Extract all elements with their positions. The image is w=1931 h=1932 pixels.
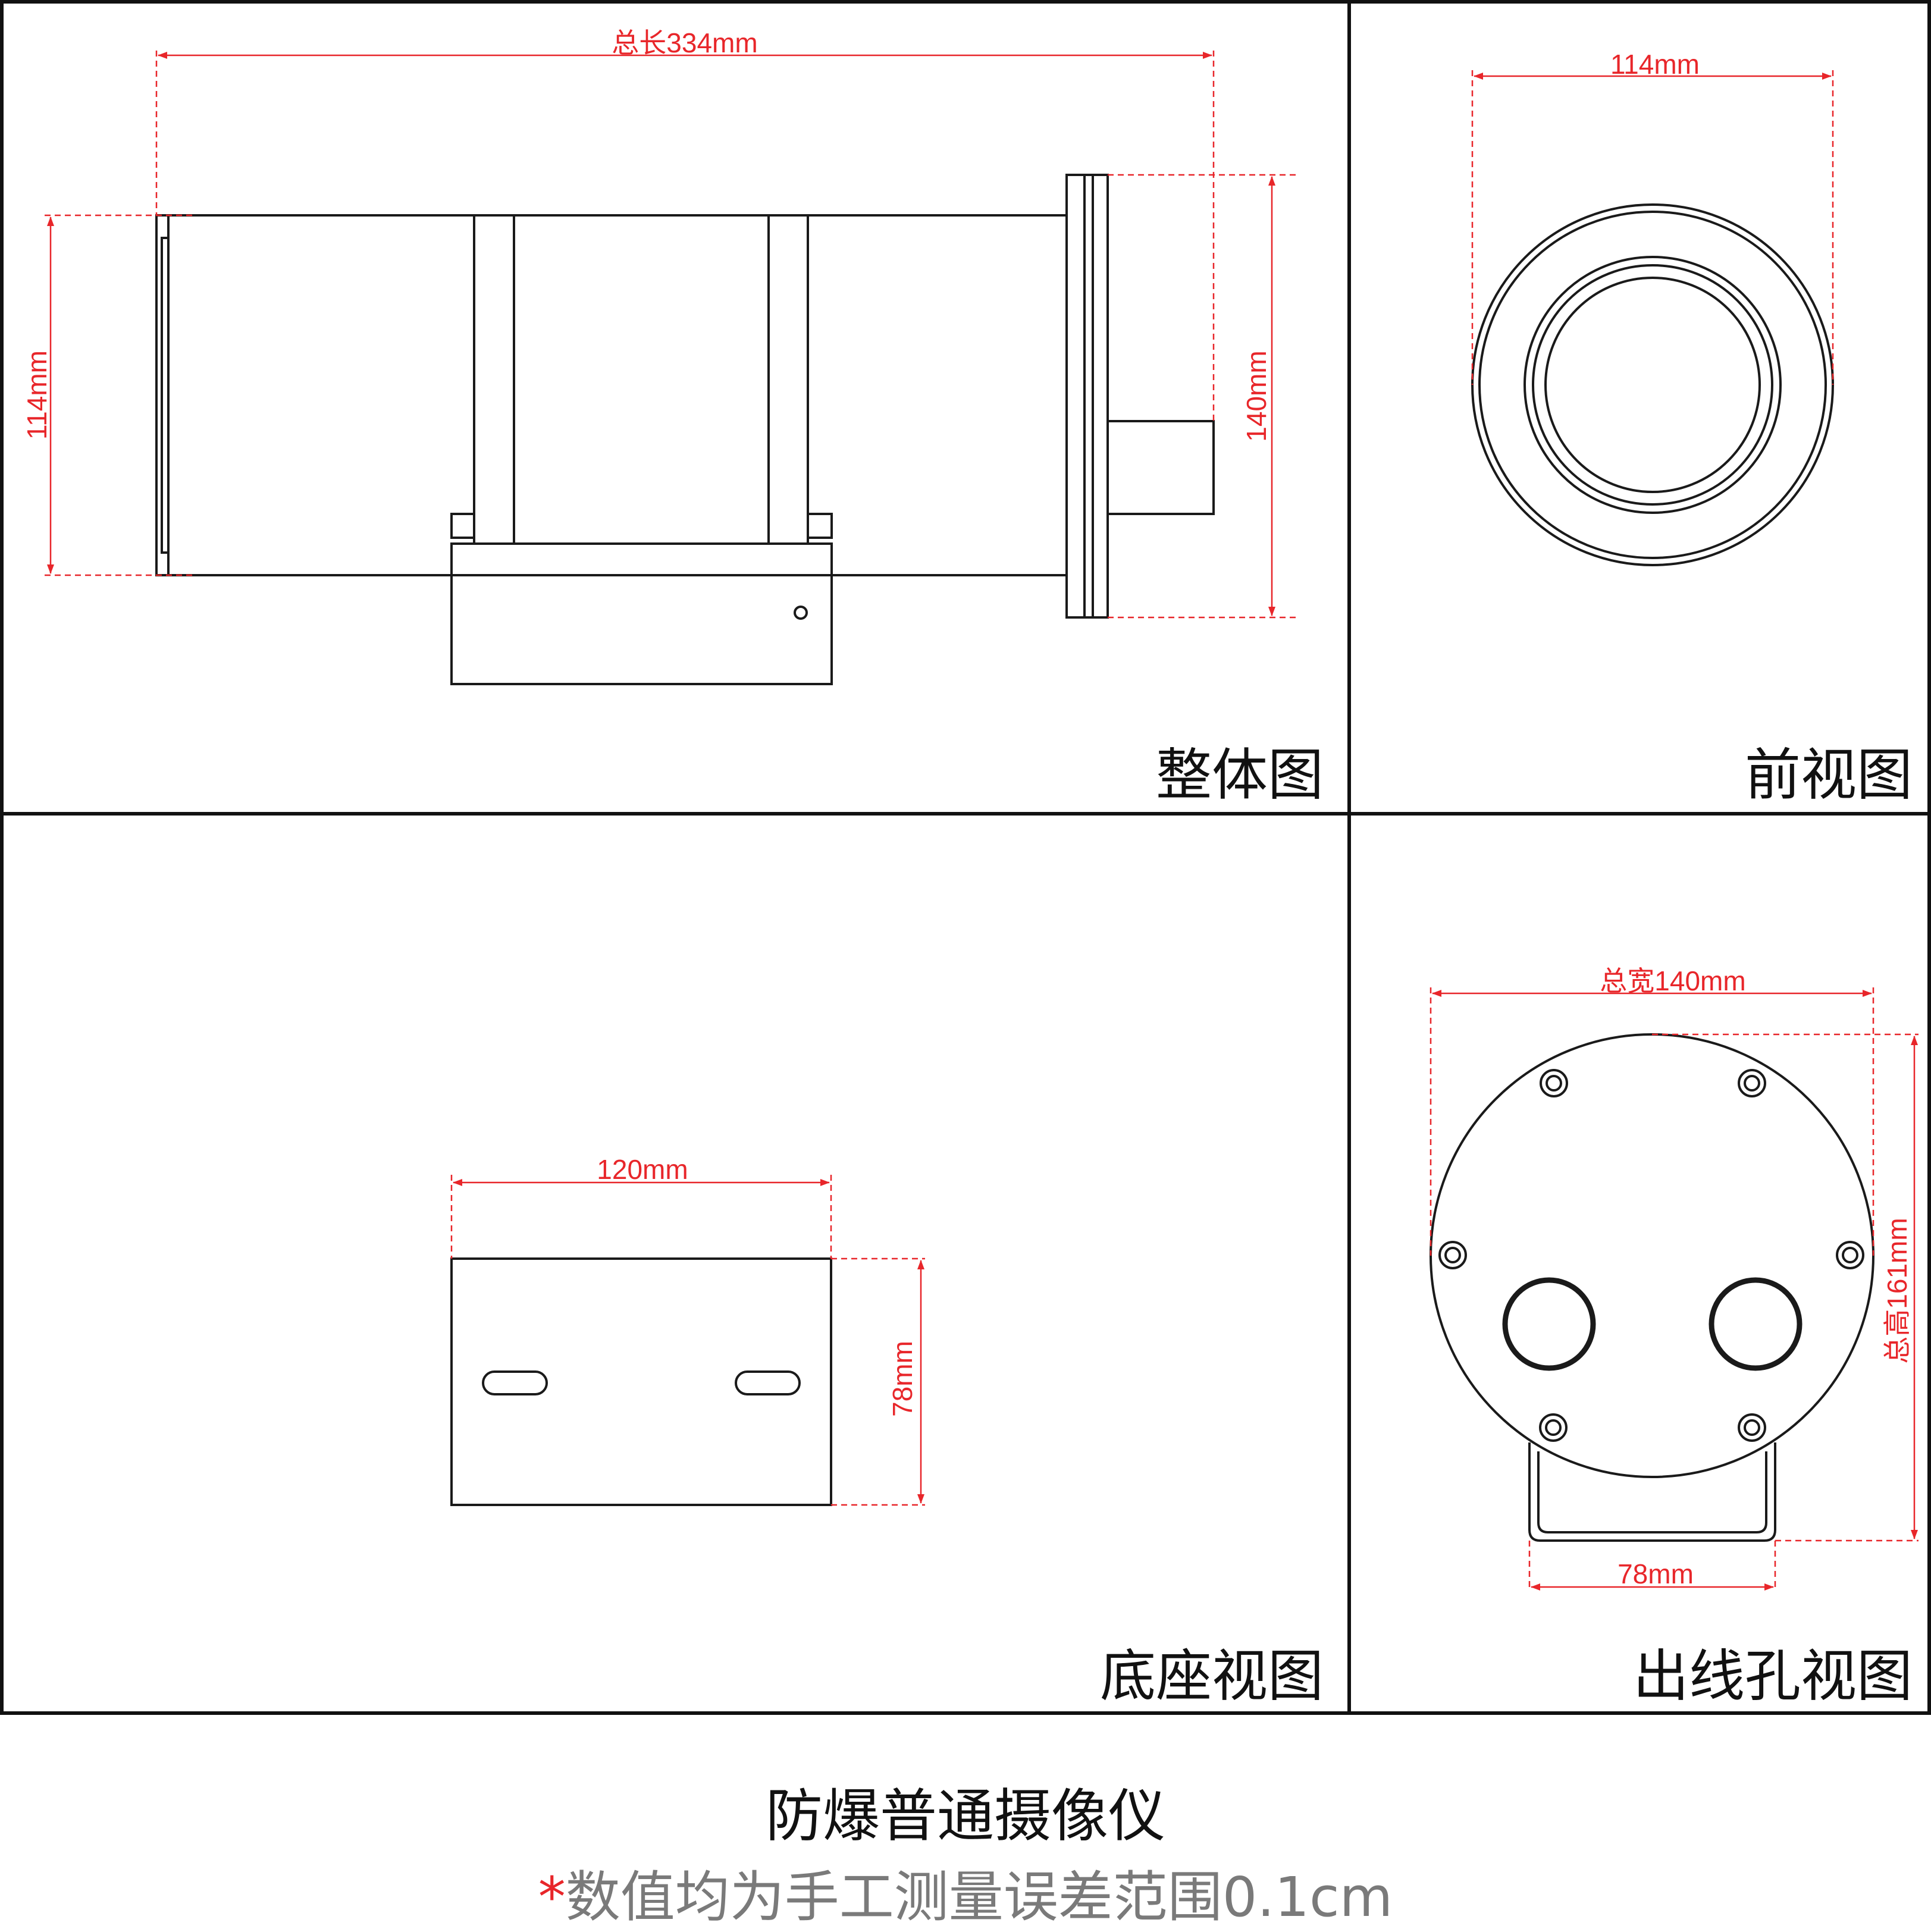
base-block	[450, 542, 833, 685]
measurement-note: *数值均为手工测量误差范围0.1cm	[0, 1853, 1931, 1932]
overall-view-title: 整体图	[1156, 743, 1324, 808]
rear-flange-outer	[1065, 174, 1086, 619]
strap-right	[767, 214, 809, 545]
base-view: 120mm 78mm 底座视图	[450, 1154, 1324, 1709]
note-asterisk: *	[538, 1865, 566, 1929]
front-lens-window	[1544, 277, 1761, 493]
camera-body	[167, 214, 1068, 576]
cable-hole-left	[1502, 1277, 1596, 1371]
screw-bottom-right	[1738, 1413, 1766, 1442]
strap-foot-right	[807, 513, 833, 539]
product-title: 防爆普通摄像仪	[766, 1783, 1165, 1849]
screw-bottom-right-inner	[1744, 1419, 1760, 1436]
screw-middle-right-inner	[1842, 1247, 1858, 1263]
screw-middle-right	[1836, 1241, 1864, 1269]
base-width-dimension-label: 120mm	[597, 1154, 688, 1185]
overall-view: 总长334mm 114mm 140mm 整体图	[21, 27, 1324, 808]
front-view-title: 前视图	[1745, 743, 1913, 808]
strap-foot-left	[450, 513, 475, 539]
screw-bottom-left-inner	[1545, 1419, 1562, 1436]
outlet-plate	[1430, 1033, 1874, 1478]
screw-top-right-inner	[1744, 1075, 1760, 1092]
outlet-bracket-outer	[1528, 1442, 1776, 1542]
outlet-height-dimension-label: 总高161mm	[1882, 1218, 1913, 1363]
length-dimension-label: 总长334mm	[612, 27, 757, 58]
front-diameter-dimension-label: 114mm	[1610, 49, 1700, 80]
flange-height-dimension-label: 140mm	[1241, 350, 1272, 441]
screw-top-left-inner	[1546, 1075, 1562, 1092]
base-slot-left	[482, 1370, 548, 1395]
note-text: 数值均为手工测量误差范围0.1cm	[565, 1865, 1393, 1929]
screw-middle-left	[1438, 1241, 1467, 1269]
body-height-dimension-label: 114mm	[21, 350, 52, 440]
bracket-width-dimension-label: 78mm	[1617, 1558, 1694, 1589]
front-view: 114mm 前视图	[1471, 49, 1913, 808]
cable-gland	[1106, 420, 1215, 515]
rear-flange-inner	[1092, 174, 1109, 619]
screw-middle-left-inner	[1444, 1247, 1461, 1263]
cable-hole-right	[1709, 1277, 1803, 1371]
base-plate	[450, 1257, 832, 1506]
screw-top-left	[1540, 1069, 1568, 1097]
front-ring-2	[1478, 211, 1827, 559]
base-depth-dimension-label: 78mm	[887, 1341, 918, 1417]
front-ring-4	[1532, 264, 1773, 506]
rear-flange-middle	[1083, 174, 1094, 619]
outer-frame	[0, 0, 1931, 1715]
front-ring-1	[1471, 203, 1834, 566]
screw-top-right	[1738, 1069, 1766, 1097]
outlet-view-title: 出线孔视图	[1633, 1644, 1913, 1709]
base-slot-right	[735, 1370, 801, 1395]
base-screw-hole	[794, 606, 808, 620]
screw-bottom-left	[1539, 1413, 1568, 1442]
outlet-bracket-inner	[1537, 1451, 1767, 1533]
outlet-view: 总宽140mm 总高161mm 78mm 出线孔视图	[1430, 965, 1919, 1709]
front-ring-3	[1524, 256, 1782, 514]
outlet-width-dimension-label: 总宽140mm	[1600, 965, 1745, 996]
base-view-title: 底座视图	[1100, 1644, 1324, 1709]
strap-left	[473, 214, 515, 545]
